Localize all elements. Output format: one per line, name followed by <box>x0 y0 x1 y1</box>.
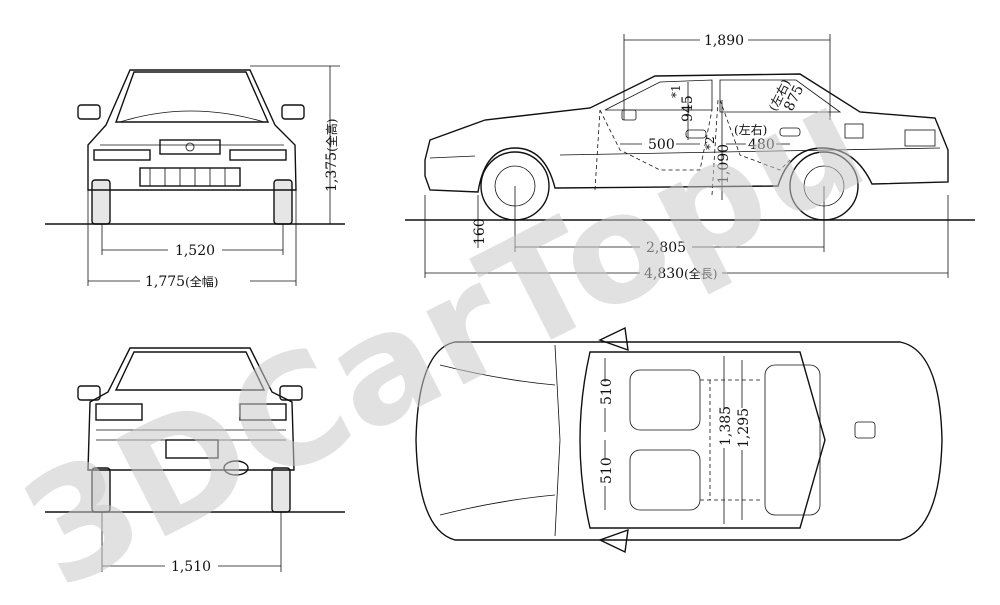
left-right-label-2: (左右) <box>734 122 767 137</box>
side-front-seat-dashed <box>599 109 713 171</box>
front-right-headlight <box>229 149 287 161</box>
side-body-outline <box>424 73 949 193</box>
front-left-headlight <box>93 149 151 161</box>
top-body-outline <box>415 341 943 541</box>
top-interior-dashed <box>700 379 760 501</box>
rear-license-plate <box>165 439 219 459</box>
front-emblem <box>185 142 195 152</box>
ground-clearance-label: 160 <box>472 218 488 245</box>
front-grille <box>159 139 221 155</box>
rear-body-outline <box>87 347 295 471</box>
side-view: 1,890 160 2,805 4,830(全長) *1 945 *2 1,09… <box>405 33 975 282</box>
front-bumper-intake <box>139 167 241 187</box>
front-shoulder-label: 1,385 <box>718 406 734 446</box>
front-headroom-mark: *1 <box>669 84 683 98</box>
rear-seat-depth-label: 480 <box>748 137 775 153</box>
top-left-mirror <box>598 326 629 352</box>
side-body-stripe <box>559 147 941 156</box>
side-taillight <box>904 129 936 147</box>
front-track-label: 1,520 <box>175 243 215 259</box>
rear-left-taillight <box>95 403 143 421</box>
roof-length-label: 1,890 <box>704 33 744 49</box>
side-rear-window <box>719 79 842 113</box>
rear-track-label: 1,510 <box>171 559 211 575</box>
top-cabin-outline <box>579 351 826 529</box>
front-left-wheel <box>91 179 111 225</box>
side-rear-door-handle <box>779 127 801 137</box>
front-seat-depth-label: 500 <box>648 137 675 153</box>
seat-width-top-label: 510 <box>599 378 615 405</box>
front-left-mirror <box>77 104 101 120</box>
top-rear-bench <box>764 364 821 516</box>
front-windshield <box>115 71 270 123</box>
rear-window <box>114 351 266 391</box>
top-windshield-base <box>554 344 561 537</box>
front-headroom-label: 945 <box>680 95 696 122</box>
side-fuel-door <box>844 123 864 139</box>
seat-width-bottom-label: 510 <box>599 457 615 484</box>
rear-right-taillight <box>239 403 287 421</box>
rear-right-mirror <box>279 385 303 401</box>
side-rear-seat-dashed <box>719 99 791 171</box>
side-door-lines <box>594 99 719 196</box>
overall-length-label: 4,830(全長) <box>644 266 717 282</box>
rear-headroom-mark: *2 <box>703 136 717 150</box>
side-mirror <box>621 109 637 121</box>
top-front-left-seat <box>629 369 701 431</box>
height-total-label: 1,375(全高) <box>324 119 340 192</box>
front-view: 1,375(全高) 1,520 1,775(全幅) <box>45 65 345 290</box>
front-body-outline <box>87 69 297 191</box>
side-front-window <box>604 79 713 111</box>
rear-shoulder-label: 1,295 <box>736 408 752 448</box>
top-view: 510 510 1,385 1,295 <box>415 326 943 554</box>
overall-width-label: 1,775(全幅) <box>145 274 218 290</box>
top-front-right-seat <box>629 449 701 511</box>
front-right-mirror <box>281 104 305 120</box>
rear-headroom-label: 1,090 <box>716 144 732 184</box>
top-hood-lines <box>439 364 556 516</box>
front-right-wheel <box>273 179 293 225</box>
side-front-door-handle <box>685 129 707 139</box>
side-front-bumper-line <box>429 155 476 159</box>
rear-view: 1,510 <box>45 347 345 575</box>
rear-exhaust <box>223 460 249 476</box>
wheelbase-label: 2,805 <box>646 240 686 256</box>
front-hood-line <box>119 110 265 123</box>
rear-left-mirror <box>77 385 101 401</box>
top-rear-deck-item <box>854 421 876 439</box>
top-right-mirror <box>598 528 629 554</box>
front-intake-slats <box>149 168 226 186</box>
